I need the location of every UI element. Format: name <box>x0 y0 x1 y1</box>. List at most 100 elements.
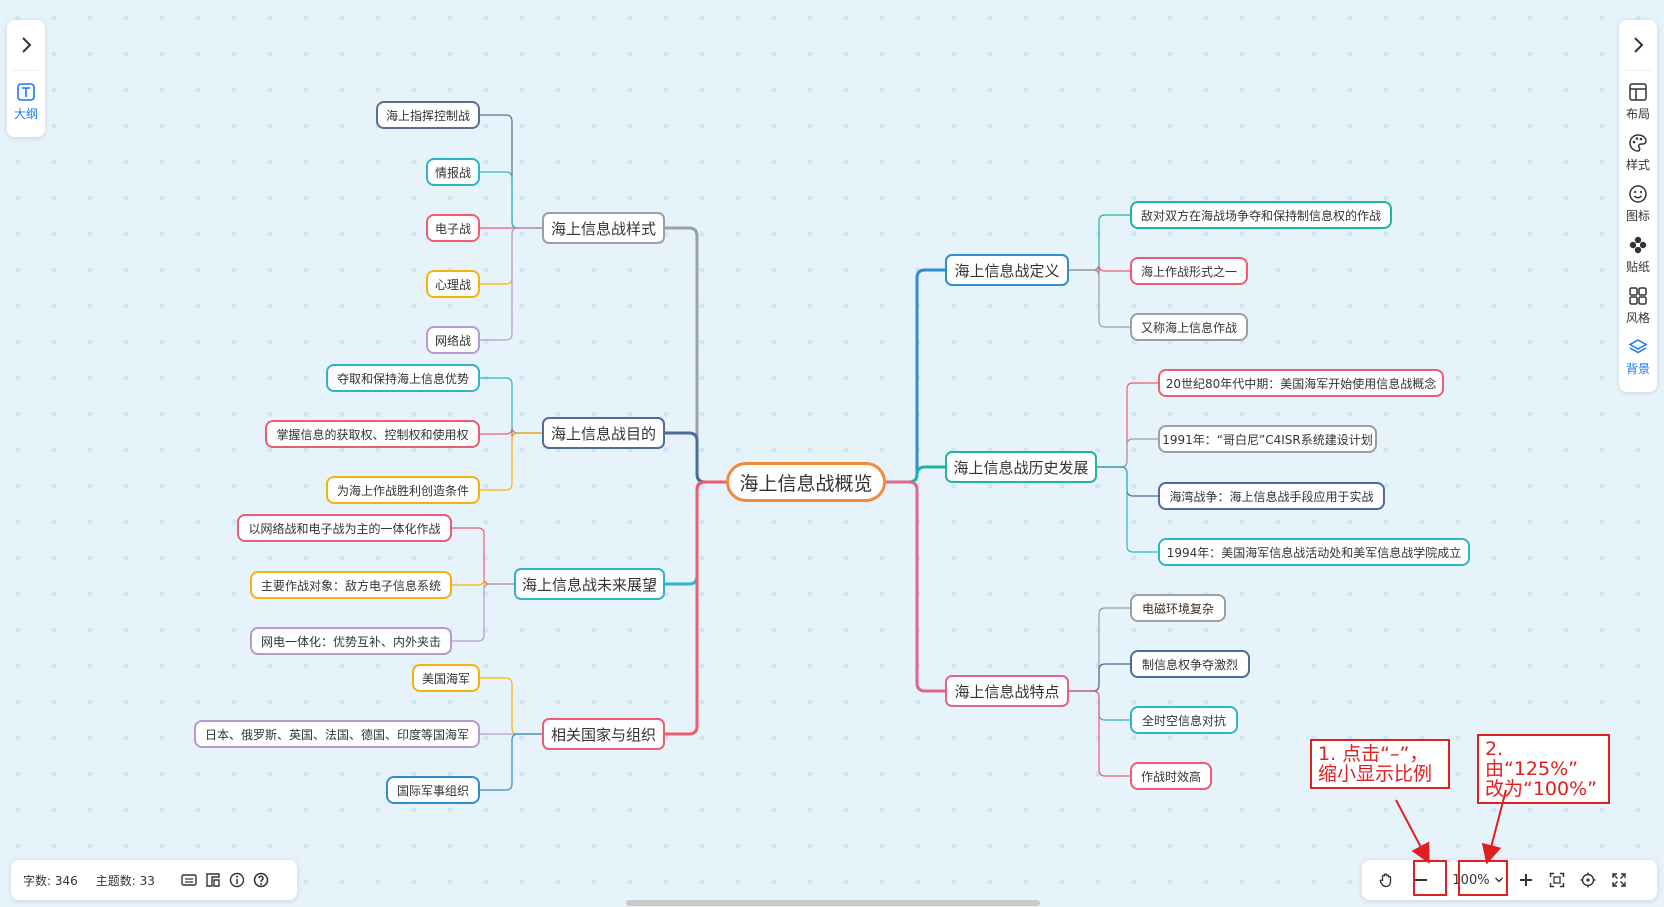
locate-icon <box>1580 872 1595 888</box>
minimap-icon <box>206 873 220 887</box>
subtopic-node[interactable]: 为海上作战胜利创造条件 <box>326 476 480 504</box>
background-button[interactable]: 背景 <box>1619 334 1657 385</box>
subtopic-node[interactable]: 作战时效高 <box>1130 762 1212 790</box>
left-panel: 大纲 <box>7 20 45 137</box>
sticker-label: 贴纸 <box>1625 260 1650 274</box>
subtopic-node[interactable]: 掌握信息的获取权、控制权和使用权 <box>265 420 480 448</box>
subtopic-node[interactable]: 日本、俄罗斯、英国、法国、德国、印度等国海军 <box>194 720 480 748</box>
highlight-zoom-level <box>1458 860 1508 896</box>
subtopic-node[interactable]: 1994年：美国海军信息战活动处和美军信息战学院成立 <box>1158 538 1470 566</box>
subtopic-node[interactable]: 1991年：“哥白尼”C4ISR系统建设计划 <box>1158 425 1377 453</box>
smiley-icon <box>1629 185 1647 203</box>
info-icon <box>229 872 245 888</box>
fit-screen-icon <box>1549 872 1564 888</box>
subtopic-node[interactable]: 20世纪80年代中期：美国海军开始使用信息战概念 <box>1158 369 1444 397</box>
palette-icon <box>1629 134 1647 152</box>
icon-button[interactable]: 图标 <box>1619 181 1657 232</box>
branch-node[interactable]: 海上信息战特点 <box>945 675 1069 707</box>
branch-node[interactable]: 海上信息战定义 <box>945 254 1069 286</box>
zoom-dropdown-button[interactable] <box>1492 865 1506 895</box>
branch-node[interactable]: 相关国家与组织 <box>542 718 665 750</box>
zoom-out-button[interactable] <box>1405 865 1436 895</box>
status-bar: 字数: 346 主题数: 33 <box>11 860 297 900</box>
help-icon <box>253 872 269 888</box>
subtopic-connector <box>1068 663 1131 692</box>
subtopic-node[interactable]: 国际军事组织 <box>386 776 480 804</box>
subtopic-node[interactable]: 制信息权争夺激烈 <box>1130 650 1250 678</box>
branch-node[interactable]: 海上信息战目的 <box>542 417 665 449</box>
hand-tool-button[interactable] <box>1370 865 1401 895</box>
subtopic-connector <box>451 527 515 585</box>
grid-icon <box>1629 287 1647 305</box>
horizontal-scrollbar[interactable] <box>626 900 1040 906</box>
chevron-right-icon <box>1634 37 1644 53</box>
keyboard-icon <box>181 874 197 886</box>
text-box-icon <box>17 83 35 101</box>
subtopic-connector <box>1096 466 1159 553</box>
info-button[interactable] <box>225 868 249 892</box>
hand-icon <box>1379 873 1391 888</box>
sticker-button[interactable]: 贴纸 <box>1619 232 1657 283</box>
subtopic-connector <box>1096 438 1159 468</box>
zoom-toolbar: 100% <box>1362 860 1657 900</box>
annotation-step1-line2: 缩小显示比例 <box>1318 763 1433 785</box>
outline-label: 大纲 <box>13 107 38 121</box>
subtopic-node[interactable]: 以网络战和电子战为主的一体化作战 <box>237 514 452 542</box>
subtopic-node[interactable]: 美国海军 <box>412 664 480 692</box>
subtopic-node[interactable]: 又称海上信息作战 <box>1130 313 1248 341</box>
fit-view-button[interactable] <box>1541 865 1572 895</box>
branch-connector <box>663 480 728 736</box>
right-panel: 布局 样式 图标 贴纸 风格 背景 <box>1619 20 1657 392</box>
theme-button[interactable]: 风格 <box>1619 283 1657 334</box>
style-button[interactable]: 样式 <box>1619 130 1657 181</box>
zoom-level[interactable]: 100% <box>1452 872 1490 888</box>
subtopic-node[interactable]: 电子战 <box>426 214 480 242</box>
subtopic-connector <box>479 677 543 735</box>
fullscreen-icon <box>1611 873 1626 887</box>
subtopic-connector <box>451 583 515 642</box>
annotation-step2-line1: 2. 由“125%” <box>1485 738 1579 780</box>
locate-center-button[interactable] <box>1572 865 1603 895</box>
chevron-down-icon <box>1495 877 1503 883</box>
subtopic-node[interactable]: 心理战 <box>426 270 480 298</box>
subtopic-node[interactable]: 全时空信息对抗 <box>1130 706 1238 734</box>
chevron-right-icon <box>22 37 32 53</box>
subtopic-node[interactable]: 海上作战形式之一 <box>1130 257 1248 285</box>
subtopic-node[interactable]: 网络战 <box>426 326 480 354</box>
minus-icon <box>1414 879 1427 881</box>
minimap-button[interactable] <box>201 868 225 892</box>
left-panel-expand-button[interactable] <box>7 20 45 70</box>
branch-node[interactable]: 海上信息战样式 <box>542 212 665 244</box>
subtopic-node[interactable]: 电磁环境复杂 <box>1130 594 1226 622</box>
help-button[interactable] <box>249 868 273 892</box>
subtopic-node[interactable]: 敌对双方在海战场争夺和保持制信息权的作战 <box>1130 201 1392 229</box>
subtopic-connector <box>1068 269 1131 328</box>
layout-label: 布局 <box>1625 107 1650 121</box>
subtopic-node[interactable]: 海湾战争：海上信息战手段应用于实战 <box>1158 482 1385 510</box>
subtopic-node[interactable]: 主要作战对象：敌方电子信息系统 <box>250 571 452 599</box>
subtopic-node[interactable]: 网电一体化：优势互补、内外夹击 <box>250 627 452 655</box>
branch-node[interactable]: 海上信息战历史发展 <box>945 451 1097 483</box>
branch-connector <box>884 480 947 693</box>
subtopic-node[interactable]: 海上指挥控制战 <box>376 101 480 129</box>
outline-button[interactable]: 大纲 <box>7 79 45 130</box>
subtopic-node[interactable]: 夺取和保持海上信息优势 <box>326 364 480 392</box>
fullscreen-button[interactable] <box>1603 865 1634 895</box>
icon-label: 图标 <box>1625 209 1650 223</box>
subtopic-node[interactable]: 情报战 <box>426 158 480 186</box>
keyboard-button[interactable] <box>177 868 201 892</box>
subtopic-connector <box>479 171 543 229</box>
subtopic-connector <box>1068 214 1131 271</box>
layout-icon <box>1629 83 1647 101</box>
subtopic-connector <box>1068 690 1131 777</box>
zoom-in-button[interactable] <box>1510 865 1541 895</box>
annotation-step1-line1: 1. 点击“–”， <box>1318 743 1429 765</box>
layers-icon <box>1628 339 1648 354</box>
layout-button[interactable]: 布局 <box>1619 79 1657 130</box>
right-panel-expand-button[interactable] <box>1619 20 1657 70</box>
root-node[interactable]: 海上信息战概览 <box>726 462 886 502</box>
flower-icon <box>1629 236 1647 254</box>
annotation-step2-line2: 改为“100%” <box>1485 778 1598 800</box>
branch-node[interactable]: 海上信息战未来展望 <box>514 568 665 600</box>
